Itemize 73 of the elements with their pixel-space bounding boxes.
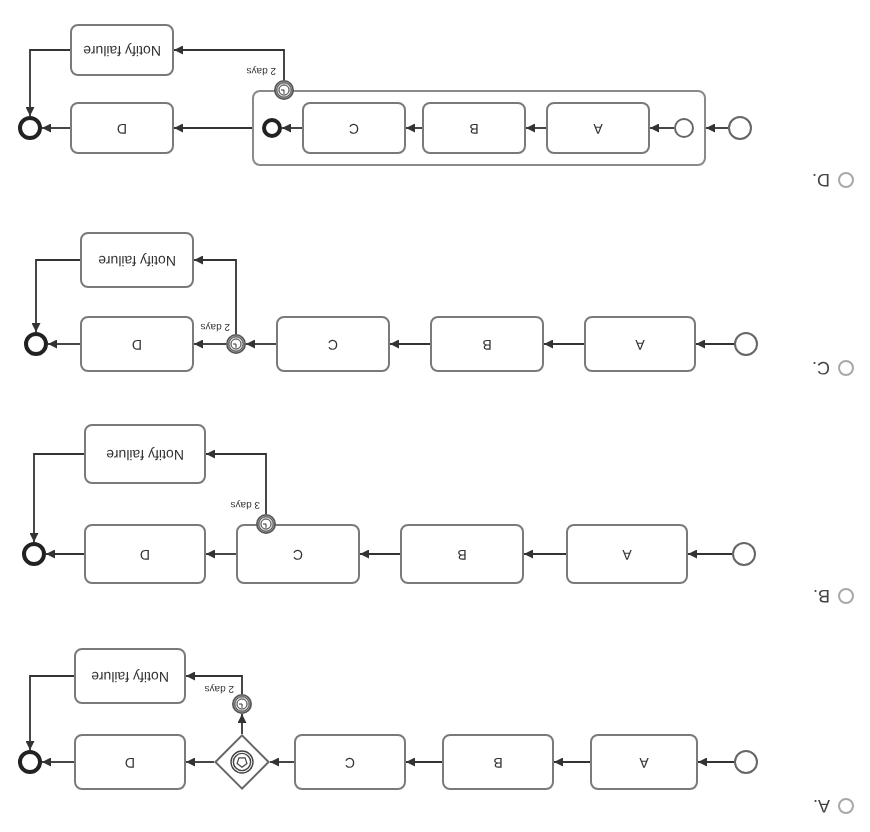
subprocess-box [252, 90, 706, 166]
start-event-circle [734, 750, 758, 774]
timer-event-icon [256, 514, 276, 534]
option-label: A. [812, 797, 830, 815]
arrow [47, 339, 81, 349]
arrow [525, 123, 547, 133]
arrow [405, 757, 443, 767]
timer-event-icon [226, 334, 246, 354]
arrow [29, 453, 85, 543]
option-label: C. [812, 359, 830, 377]
task-box [302, 102, 406, 154]
arrow [205, 449, 267, 515]
arrow [523, 549, 567, 559]
task-box [294, 734, 406, 790]
task-box [276, 316, 390, 372]
task-box [74, 734, 186, 790]
end-event-circle [24, 332, 48, 356]
arrow [245, 339, 277, 349]
task-box [74, 648, 186, 704]
start-event-circle [734, 332, 758, 356]
arrow [695, 339, 735, 349]
task-box [400, 524, 524, 584]
task-box [590, 734, 698, 790]
end-event-circle [262, 118, 282, 138]
task-box [84, 424, 206, 484]
arrow [41, 123, 71, 133]
arrow [193, 255, 237, 335]
timer-event-icon [274, 80, 294, 100]
event-gateway-diamond [214, 734, 270, 790]
arrow [389, 339, 431, 349]
arrow [185, 671, 243, 695]
task-box [422, 102, 526, 154]
arrow [649, 123, 675, 133]
arrow [405, 123, 423, 133]
task-box [442, 734, 554, 790]
arrow [45, 549, 85, 559]
task-box [546, 102, 650, 154]
task-box [584, 316, 696, 372]
arrow [359, 549, 401, 559]
arrow [41, 757, 75, 767]
task-box [84, 524, 206, 584]
task-box [70, 102, 174, 154]
arrow [185, 757, 215, 767]
arrow [705, 123, 729, 133]
arrow [25, 675, 75, 751]
arrow [543, 339, 585, 349]
arrow [281, 123, 303, 133]
arrow [237, 713, 247, 735]
task-box [80, 232, 194, 288]
task-box [236, 524, 360, 584]
arrow [553, 757, 591, 767]
end-event-circle [18, 116, 42, 140]
arrow [31, 259, 81, 333]
option-label: B. [812, 587, 830, 605]
task-box [566, 524, 688, 584]
arrow [173, 45, 285, 81]
option-label: D. [812, 171, 830, 189]
start-event-circle [674, 118, 694, 138]
task-box [80, 316, 194, 372]
task-box [430, 316, 544, 372]
arrow [687, 549, 733, 559]
end-event-circle [18, 750, 42, 774]
arrow [193, 339, 227, 349]
arrow [25, 49, 71, 117]
arrow [697, 757, 735, 767]
arrow [173, 123, 253, 133]
timer-event-icon [232, 694, 252, 714]
arrow [269, 757, 295, 767]
arrow [205, 549, 237, 559]
start-event-circle [728, 116, 752, 140]
task-box [70, 24, 174, 76]
end-event-circle [22, 542, 46, 566]
start-event-circle [732, 542, 756, 566]
